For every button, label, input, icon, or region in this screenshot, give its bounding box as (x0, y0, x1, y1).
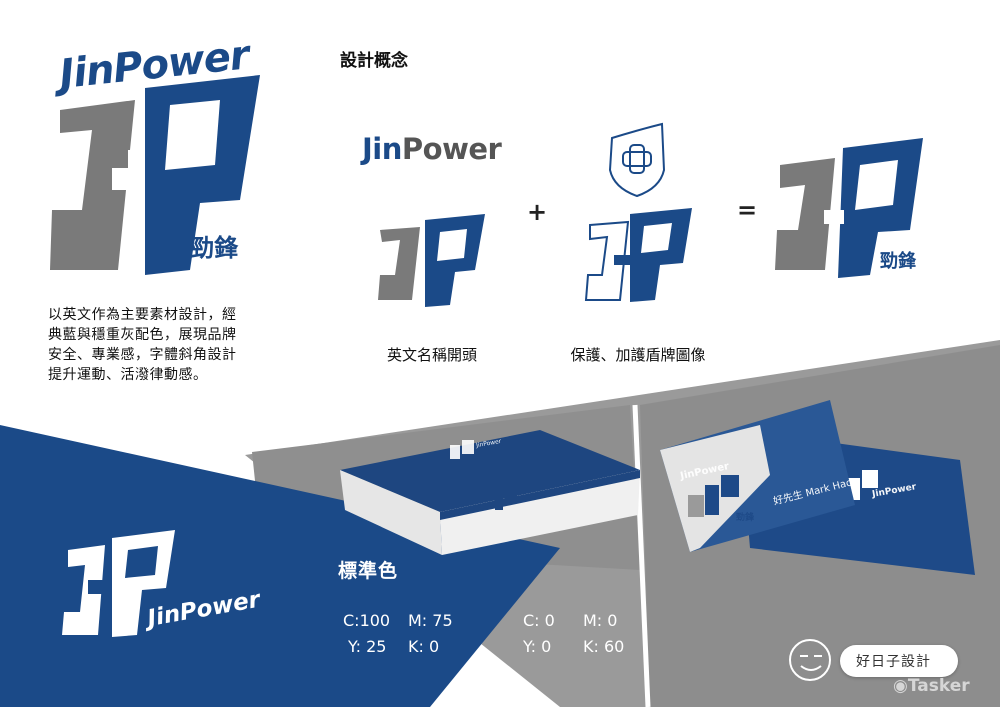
main-chinese-name: 勁鋒 (190, 234, 238, 262)
card-a-wordmark: JinPower (362, 132, 502, 166)
standard-color-title: 標準色 (338, 560, 399, 582)
studio-name-bubble (840, 645, 958, 677)
blue-magenta-value: M: 75 (408, 611, 453, 630)
equals-sign: = (737, 196, 758, 224)
bottom-logo-mark (62, 530, 175, 637)
main-logo-mark (50, 75, 260, 275)
blue-cyan-value: C:100 (343, 611, 391, 630)
gray-yellow-value: Y: 0 (523, 637, 552, 656)
blue-black-value: K: 0 (408, 637, 440, 656)
card-a-logo (378, 214, 485, 307)
card-b-logo (584, 208, 692, 302)
description-line: 典藍與穩重灰配色，展現品牌 (48, 327, 237, 343)
result-logo (775, 138, 923, 278)
smiling-face-icon (789, 639, 831, 681)
gray-black-value: K: 60 (583, 637, 625, 656)
description-line: 安全、專業感，字體斜角設計 (48, 347, 237, 363)
concept-description: 以英文作為主要素材設計，經 典藍與穩重灰配色，展現品牌 安全、專業感，字體斜角設… (48, 305, 288, 385)
tasker-logo-icon: ◉ (893, 676, 908, 696)
blue-panel (0, 425, 560, 707)
business-card-front (660, 400, 855, 552)
box-mockup (340, 430, 640, 555)
result-chinese-name: 勁鋒 (880, 251, 916, 272)
studio-name: 好日子設計 (856, 654, 931, 670)
blue-yellow-value: Y: 25 (348, 637, 387, 656)
shield-cross-icon (608, 122, 666, 198)
description-line: 以英文作為主要素材設計，經 (48, 307, 237, 323)
gray-cyan-value: C: 0 (523, 611, 555, 630)
bc-front-cn: 勁鋒 (736, 513, 755, 523)
tasker-watermark: ◉Tasker (893, 676, 970, 696)
card-a-caption: 英文名稱開頭 (386, 346, 477, 364)
description-line: 提升運動、活潑律動感。 (48, 367, 208, 383)
card-b-caption: 保護、加護盾牌圖像 (570, 346, 706, 364)
plus-sign: + (527, 198, 548, 226)
concept-title: 設計概念 (340, 51, 408, 71)
gray-magenta-value: M: 0 (583, 611, 618, 630)
